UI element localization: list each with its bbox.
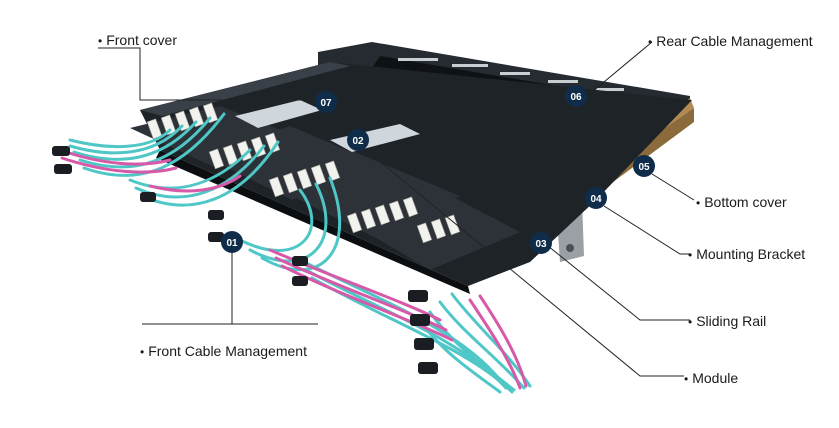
callout-mounting-bracket: •Mounting Bracket — [688, 246, 805, 262]
callout-sliding-rail: •Sliding Rail — [688, 313, 766, 329]
callout-rear-cable-management-text: Rear Cable Management — [656, 33, 813, 49]
svg-text:01: 01 — [226, 238, 238, 249]
svg-text:02: 02 — [352, 136, 364, 147]
callout-front-cable-management: •Front Cable Management — [140, 343, 307, 359]
marker-02: 02 — [347, 129, 369, 151]
fiber-cables — [58, 112, 532, 394]
bullet: • — [684, 372, 689, 386]
callout-mounting-bracket-text: Mounting Bracket — [696, 246, 806, 262]
callout-bottom-cover: •Bottom cover — [696, 194, 787, 210]
callout-rear-cable-management: •Rear Cable Management — [648, 33, 813, 49]
callout-module-text: Module — [692, 370, 739, 386]
callout-front-cable-management-text: Front Cable Management — [148, 343, 307, 359]
leader-lines — [98, 41, 695, 377]
callout-sliding-rail-text: Sliding Rail — [696, 313, 767, 329]
bullet: • — [648, 35, 653, 49]
marker-01: 01 — [221, 231, 243, 253]
module-row — [130, 100, 520, 270]
svg-text:07: 07 — [320, 98, 332, 109]
marker-04: 04 — [585, 187, 607, 209]
bullet: • — [140, 345, 145, 359]
svg-text:03: 03 — [535, 239, 547, 250]
svg-text:04: 04 — [590, 194, 602, 205]
callout-bottom-cover-text: Bottom cover — [704, 194, 787, 210]
bullet: • — [98, 34, 103, 48]
marker-05: 05 — [633, 155, 655, 177]
callout-front-cover: •Front cover — [98, 32, 177, 48]
bullet: • — [688, 315, 693, 329]
bullet: • — [696, 196, 701, 210]
marker-03: 03 — [530, 232, 552, 254]
callout-front-cover-text: Front cover — [106, 32, 178, 48]
bullet: • — [688, 248, 693, 262]
svg-text:06: 06 — [570, 92, 582, 103]
front-cable-management-brackets — [52, 146, 438, 374]
svg-text:05: 05 — [638, 162, 650, 173]
marker-07: 07 — [315, 91, 337, 113]
callout-module: •Module — [684, 370, 738, 386]
marker-06: 06 — [565, 85, 587, 107]
